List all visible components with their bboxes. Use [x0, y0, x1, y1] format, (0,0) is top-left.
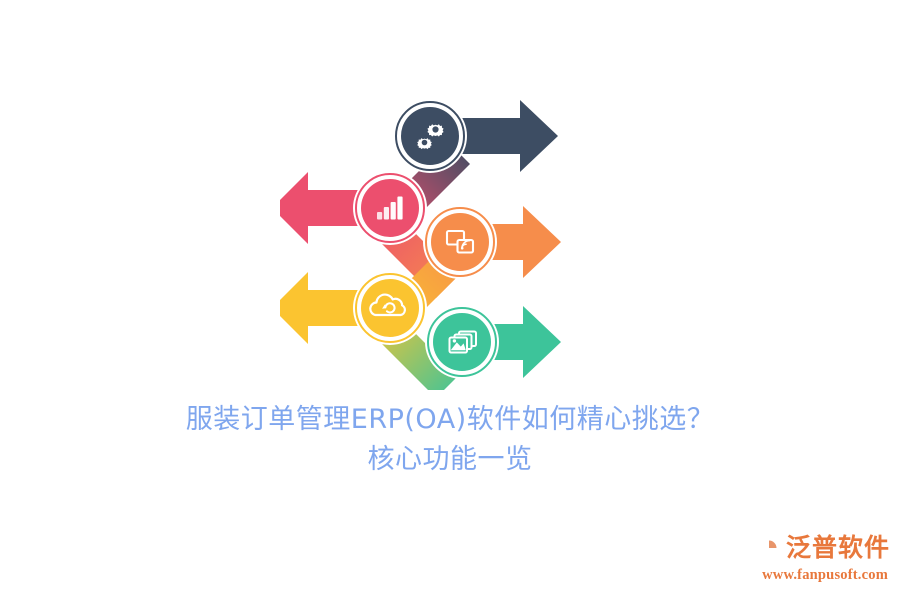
- bar-chart-icon: [377, 196, 403, 220]
- arrow-item-settings[interactable]: [393, 99, 558, 173]
- gears-icon: [417, 124, 444, 150]
- fanpu-logo-icon: [757, 536, 777, 560]
- wireless-screen-icon: [445, 229, 475, 254]
- analytics-circle-fill: [361, 179, 419, 237]
- page-title: 服装订单管理ERP(OA)软件如何精心挑选？ 核心功能一览: [0, 400, 900, 480]
- photos-icon: [448, 330, 477, 354]
- brand-name: 泛普软件: [785, 533, 890, 562]
- screencast-circle-outline: [425, 207, 495, 277]
- cloud-sync-icon: [369, 293, 406, 317]
- brand-logo-row: 泛普软件: [730, 530, 890, 566]
- brand-url: www.fanpusoft.com: [762, 567, 888, 583]
- arrow-item-cloud-sync[interactable]: [280, 271, 427, 345]
- gallery-circle-outline: [427, 307, 497, 377]
- analytics-circle-outline: [355, 173, 425, 243]
- arrow-item-screencast[interactable]: [423, 205, 561, 279]
- arrow-process-infographic: [280, 90, 580, 390]
- brand-watermark: 泛普软件 www.fanpusoft.com: [730, 530, 890, 592]
- cloud-circle-outline: [355, 273, 425, 343]
- page-title-line-2: 核心功能一览: [367, 444, 533, 475]
- page-title-line-1: 服装订单管理ERP(OA)软件如何精心挑选？: [185, 404, 715, 435]
- settings-circle-fill: [401, 107, 459, 165]
- settings-circle-outline: [395, 101, 465, 171]
- arrow-item-analytics[interactable]: [280, 171, 427, 245]
- cloud-circle-fill: [361, 279, 419, 337]
- arrow-item-gallery[interactable]: [425, 305, 561, 379]
